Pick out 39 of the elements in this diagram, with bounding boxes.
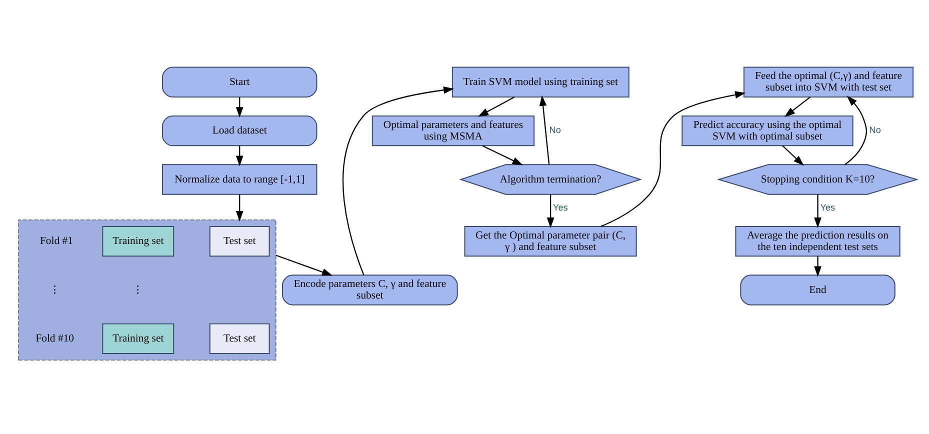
edge-label: No bbox=[869, 125, 881, 136]
arrow bbox=[276, 254, 333, 276]
node-box: Normalize data to range [-1,1] bbox=[162, 164, 318, 195]
label: ⋮ bbox=[49, 284, 60, 296]
arrow bbox=[539, 95, 550, 165]
label: Fold #1 bbox=[40, 235, 74, 248]
node-box: Feed the optimal (C,γ) and feature subset into SVM with test set bbox=[743, 66, 914, 98]
arrow bbox=[342, 86, 454, 276]
label: Fold #10 bbox=[36, 332, 74, 344]
node-box: Predict accuracy using the optimal SVM with optimal subset bbox=[682, 115, 854, 146]
arrow bbox=[482, 145, 523, 166]
arrow bbox=[546, 194, 554, 228]
node-box: Training set bbox=[102, 226, 174, 257]
node-box: End bbox=[740, 274, 896, 306]
node-box: Start bbox=[162, 66, 318, 98]
node-box: Test set bbox=[209, 226, 270, 257]
cluster bbox=[18, 219, 276, 361]
arrow bbox=[236, 146, 244, 166]
node-box: Get the Optimal parameter pair (C, γ ) and feature subset bbox=[464, 226, 637, 257]
edge-label: Yes bbox=[820, 202, 836, 213]
arrow bbox=[782, 145, 804, 166]
edge-label: No bbox=[549, 125, 561, 136]
node-box: Optimal parameters and features using MSMA bbox=[372, 115, 535, 146]
arrow bbox=[236, 97, 244, 118]
arrow bbox=[478, 96, 515, 117]
arrow bbox=[236, 194, 244, 222]
node-box: Average the prediction results on the ten independent test sets bbox=[735, 226, 900, 257]
arrow bbox=[814, 256, 822, 277]
node-box: Encode parameters C, γ and feature subset bbox=[282, 274, 458, 306]
label: ⋮ bbox=[132, 284, 144, 296]
node-box: Training set bbox=[102, 323, 174, 354]
node-box: Load dataset bbox=[162, 115, 318, 146]
edge-label: Yes bbox=[553, 202, 568, 213]
arrow bbox=[814, 194, 822, 228]
node-box: Train SVM model using training set bbox=[452, 66, 630, 98]
arrow bbox=[784, 96, 811, 117]
node-box: Test set bbox=[209, 323, 270, 354]
arrow bbox=[844, 96, 868, 166]
arrow bbox=[600, 91, 746, 227]
